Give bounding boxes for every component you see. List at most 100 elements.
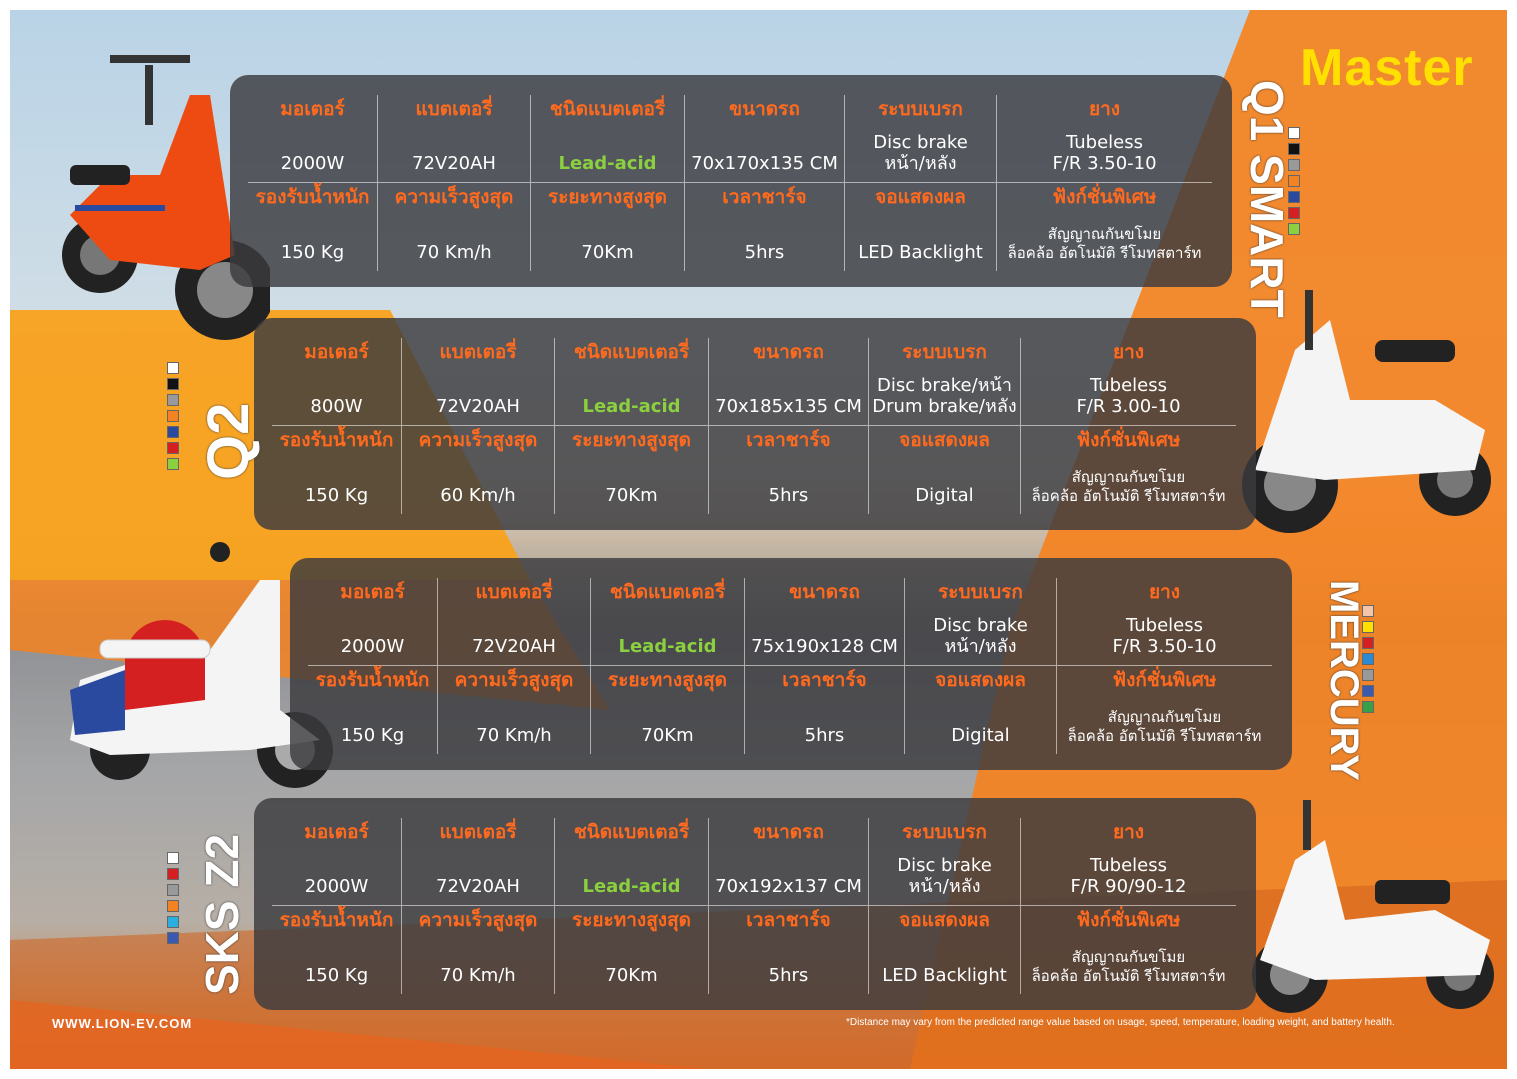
battery-value: 72V20AH <box>412 153 496 174</box>
size-label: ขนาดรถ <box>729 98 800 120</box>
motor-label: มอเตอร์ <box>340 581 405 603</box>
battery-label: แบตเตอรี่ <box>475 581 553 603</box>
color-swatch <box>1362 653 1374 665</box>
display-cell: จอแสดงผล Digital <box>869 426 1021 514</box>
tire-label: ยาง <box>1112 821 1145 843</box>
load-label: รองรับน้ำหนัก <box>255 186 370 208</box>
spec-panel-sks-z2: มอเตอร์2000W แบตเตอรี่72V20AH ชนิดแบตเตอ… <box>254 798 1256 1010</box>
speed-label: ความเร็วสูงสุด <box>454 669 574 691</box>
battery-type-label: ชนิดแบตเตอรี่ <box>573 341 690 363</box>
color-swatch <box>167 852 179 864</box>
feature-line-2: ล็อคล้อ อัตโนมัติ รีโมทสตาร์ท <box>1007 244 1202 262</box>
features-value: สัญญาณกันขโมยล็อคล้อ อัตโนมัติ รีโมทสตาร… <box>1021 468 1236 506</box>
brake-line-2: หน้า/หลัง <box>908 876 981 897</box>
brake-label: ระบบเบรก <box>902 341 987 363</box>
color-swatch <box>1288 127 1300 139</box>
features-label: ฟังก์ชั่นพิเศษ <box>1076 429 1181 451</box>
battery-cell: แบตเตอรี่ 72V20AH <box>402 818 555 906</box>
feature-line-1: สัญญาณกันขโมย <box>1071 468 1186 486</box>
display-label: จอแสดงผล <box>935 669 1026 691</box>
color-swatch <box>167 442 179 454</box>
charge-value: 5hrs <box>804 725 845 746</box>
size-label: ขนาดรถ <box>789 581 860 603</box>
range-label: ระยะทางสูงสุด <box>607 669 728 691</box>
size-value: 70x185x135 CM <box>715 396 862 417</box>
display-value: LED Backlight <box>858 242 983 263</box>
features-cell: ฟังก์ชั่นพิเศษสัญญาณกันขโมยล็อคล้อ อัตโน… <box>1021 426 1236 514</box>
features-label: ฟังก์ชั่นพิเศษ <box>1076 909 1181 931</box>
color-swatch <box>1362 701 1374 713</box>
website-link[interactable]: WWW.LION-EV.COM <box>52 1016 193 1031</box>
color-swatch <box>1288 207 1300 219</box>
display-label: จอแสดงผล <box>875 186 966 208</box>
feature-line-1: สัญญาณกันขโมย <box>1047 225 1162 243</box>
range-label: ระยะทางสูงสุด <box>571 909 692 931</box>
feature-line-1: สัญญาณกันขโมย <box>1071 948 1186 966</box>
battery-cell: แบตเตอรี่72V20AH <box>402 338 555 426</box>
charge-value: 5hrs <box>768 485 809 506</box>
display-value: LED Backlight <box>882 965 1007 986</box>
load-label: รองรับน้ำหนัก <box>315 669 430 691</box>
speed-label: ความเร็วสูงสุด <box>394 186 514 208</box>
color-swatch <box>167 394 179 406</box>
load-value: 150 Kg <box>340 725 405 746</box>
display-value: Digital <box>915 485 974 506</box>
features-cell: ฟังก์ชั่นพิเศษสัญญาณกันขโมยล็อคล้อ อัตโน… <box>1021 906 1236 994</box>
battery-type-label: ชนิดแบตเตอรี่ <box>549 98 666 120</box>
battery-type-value: Lead-acid <box>558 153 657 174</box>
display-label: จอแสดงผล <box>899 909 990 931</box>
tire-line-2: F/R 90/90-12 <box>1070 876 1187 897</box>
color-swatch <box>1288 175 1300 187</box>
color-swatch <box>167 362 179 374</box>
tire-line-1: Tubeless <box>1065 132 1143 153</box>
orange-scooter-image <box>62 55 270 340</box>
battery-value: 72V20AH <box>436 876 520 897</box>
spec-grid: มอเตอร์800W แบตเตอรี่72V20AH ชนิดแบตเตอร… <box>272 338 1236 514</box>
tire-label: ยาง <box>1148 581 1181 603</box>
tire-label: ยาง <box>1112 341 1145 363</box>
features-cell: ฟังก์ชั่นพิเศษสัญญาณกันขโมยล็อคล้อ อัตโน… <box>997 183 1212 271</box>
load-value: 150 Kg <box>280 242 345 263</box>
features-value: สัญญาณกันขโมยล็อคล้อ อัตโนมัติ รีโมทสตาร… <box>1057 708 1272 746</box>
load-cell: รองรับน้ำหนัก 150 Kg <box>248 183 378 271</box>
load-label: รองรับน้ำหนัก <box>279 909 394 931</box>
white-scooter-image <box>1242 290 1491 533</box>
size-value: 70x192x137 CM <box>715 876 862 897</box>
battery-type-cell: ชนิดแบตเตอรี่ Lead-acid <box>531 95 685 183</box>
display-label: จอแสดงผล <box>899 429 990 451</box>
color-swatch <box>167 916 179 928</box>
feature-line-2: ล็อคล้อ อัตโนมัติ รีโมทสตาร์ท <box>1031 967 1226 985</box>
charge-label: เวลาชาร์จ <box>746 909 831 931</box>
size-value: 70x170x135 CM <box>691 153 838 174</box>
motor-label: มอเตอร์ <box>280 98 345 120</box>
color-swatch <box>167 378 179 390</box>
load-label: รองรับน้ำหนัก <box>279 429 394 451</box>
features-value: สัญญาณกันขโมยล็อคล้อ อัตโนมัติ รีโมทสตาร… <box>1021 948 1236 986</box>
battery-value: 72V20AH <box>436 396 520 417</box>
motor-label: มอเตอร์ <box>304 821 369 843</box>
range-value: 70Km <box>641 725 694 746</box>
speed-label: ความเร็วสูงสุด <box>418 909 538 931</box>
battery-type-value: Lead-acid <box>582 876 681 897</box>
motor-cell: มอเตอร์2000W <box>248 95 378 183</box>
battery-label: แบตเตอรี่ <box>439 821 517 843</box>
color-swatch <box>1362 605 1374 617</box>
tire-label: ยาง <box>1088 98 1121 120</box>
